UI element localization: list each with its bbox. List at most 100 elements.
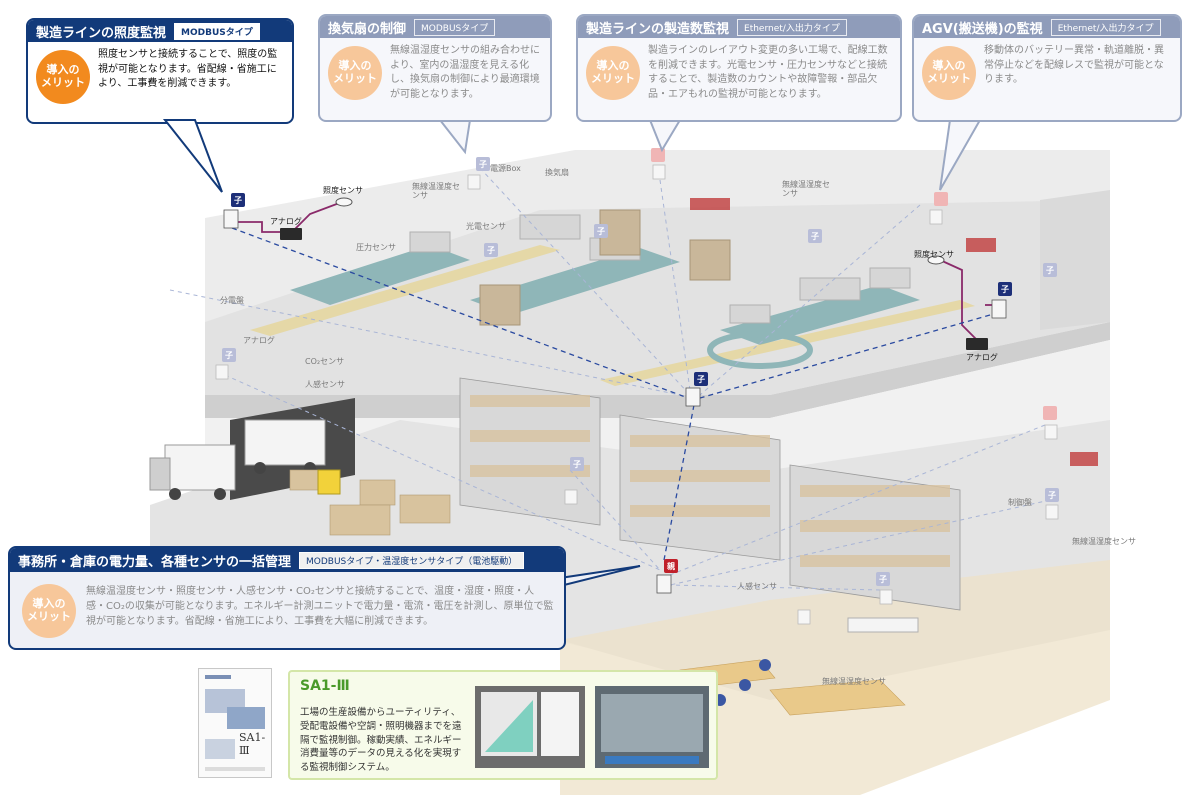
child-node-icon: 子: [876, 572, 890, 586]
yellow-walkway-upper-2: [600, 300, 975, 386]
sensor-cables: [232, 201, 1000, 344]
parent-node-icon: [1043, 406, 1057, 420]
motion-sensor-label-2: 人感センサ: [737, 582, 777, 591]
sa1-screen-plant: [595, 686, 709, 768]
badge-line-2: メリット: [591, 72, 635, 85]
ac-unit: [847, 617, 919, 633]
distribution-panel-label: 分電盤: [220, 296, 244, 305]
upper-floor-right-wall: [1040, 190, 1110, 330]
co2-sensor-label: CO₂センサ: [305, 357, 345, 366]
power-box-label: 電源Box: [490, 164, 521, 173]
merit-badge: 導入の メリット: [586, 46, 640, 100]
callout-header: 換気扇の制御 MODBUSタイプ: [320, 16, 550, 38]
sa1-screen-graph: [475, 686, 585, 768]
parent-node-icon: [651, 148, 665, 162]
floor-slab-edge: [205, 322, 1110, 418]
child-node-icon: 子: [1043, 263, 1057, 277]
badge-line-1: 導入の: [338, 59, 372, 73]
callout-title: 製造ラインの製造数監視: [586, 21, 730, 37]
sa1-brochure: SA1-Ⅲ: [198, 668, 272, 778]
curved-conveyor: [707, 331, 813, 369]
brochure-title: SA1-Ⅲ: [239, 731, 266, 757]
wireless-links-faint: [169, 167, 1051, 591]
child-node-icon: 子: [594, 224, 608, 238]
badge-line-2: メリット: [927, 72, 971, 85]
callout-tag: MODBUSタイプ: [174, 22, 260, 40]
parent-node-icon: 親: [664, 559, 678, 573]
callout-pointer-4: [939, 119, 982, 191]
child-node-icon: 子: [694, 372, 708, 386]
callout-title: AGV(搬送機)の監視: [922, 21, 1043, 37]
merit-badge: 導入の メリット: [36, 50, 90, 104]
callout-text: 無線温湿度センサの組み合わせにより、室内の温湿度を見える化し、換気扇の制御により…: [390, 45, 540, 100]
callout-header: 事務所・倉庫の電力量、各種センサの一括管理 MODBUSタイプ・温湿度センサタイ…: [10, 548, 564, 572]
sa1-system-box: SA1-Ⅲ 工場の生産設備からユーティリティ、受配電設備や空調・照明機器までを遠…: [288, 670, 718, 780]
callout-text: 移動体のバッテリー異常・軌道離脱・異常停止などを配線レスで監視が可能となります。: [984, 45, 1164, 85]
callout-title: 事務所・倉庫の電力量、各種センサの一括管理: [18, 554, 292, 570]
wireless-th-sensor-label-2: 無線温湿度センサ: [1072, 537, 1136, 546]
merit-badge: 導入の メリット: [22, 584, 76, 638]
sa1-title: SA1-Ⅲ: [300, 678, 350, 694]
callout-text: 照度センサと接続することで、照度の監視が可能となります。省配線・省施工により、工…: [98, 49, 278, 89]
parent-node-icon: [934, 192, 948, 206]
child-node-icon: 子: [484, 243, 498, 257]
brochure-art: [205, 675, 265, 771]
wireless-th-sensor-label: 無線温湿度センサ: [412, 182, 460, 201]
motion-sensor-label: 人感センサ: [305, 380, 345, 389]
callout-production-count: 製造ラインの製造数監視 Ethernet/入出力タイプ 導入の メリット 製造ラ…: [576, 14, 902, 122]
pressure-sensor-label: 圧力センサ: [356, 243, 396, 252]
badge-line-1: 導入の: [32, 597, 66, 611]
wireless-th-sensor-label-4: 無線温湿度センサ: [782, 180, 830, 199]
callout-tag: MODBUSタイプ・温湿度センサタイプ（電池駆動）: [299, 551, 525, 569]
callout-illuminance: 製造ラインの照度監視 MODBUSタイプ 導入の メリット 照度センサと接続する…: [26, 18, 294, 124]
callout-header: 製造ラインの製造数監視 Ethernet/入出力タイプ: [578, 16, 900, 38]
faded-terminals: [215, 164, 1059, 625]
callout-pointer-1: [162, 119, 223, 193]
callout-agv-monitoring: AGV(搬送機)の監視 Ethernet/入出力タイプ 導入の メリット 移動体…: [912, 14, 1182, 122]
child-node-icon: 子: [476, 157, 490, 171]
callout-body: 導入の メリット 製造ラインのレイアウト変更の多い工場で、配線工数を削減できます…: [578, 38, 900, 108]
merit-badge: 導入の メリット: [328, 46, 382, 100]
wireless-links: [231, 227, 991, 561]
yellow-walkway-upper: [250, 245, 560, 336]
plc-units: [690, 198, 1098, 466]
control-panel-label: 制御盤: [1008, 498, 1032, 507]
badge-line-2: メリット: [41, 76, 85, 89]
callout-pointer-2: [437, 119, 472, 155]
illuminance-sensors: [335, 197, 945, 265]
conveyor-line-2: [470, 248, 680, 315]
callout-title: 換気扇の制御: [328, 21, 407, 37]
merit-badge: 導入の メリット: [922, 46, 976, 100]
analog-units: [280, 228, 988, 350]
callout-tag: Ethernet/入出力タイプ: [1050, 18, 1161, 36]
fan-label: 換気扇: [545, 168, 569, 177]
conveyor-line-1: [290, 245, 470, 305]
analog-label: アナログ: [270, 217, 302, 226]
child-node-icon: 子: [808, 229, 822, 243]
callout-text: 製造ラインのレイアウト変更の多い工場で、配線工数を削減できます。光電センサ・圧力…: [648, 45, 888, 100]
callout-pointer-3: [648, 119, 682, 153]
badge-line-2: メリット: [333, 72, 377, 85]
child-node-icon: 子: [231, 193, 245, 207]
child-node-icon: 子: [998, 282, 1012, 296]
illuminance-sensor-label-right: 照度センサ: [914, 250, 954, 259]
wireless-th-sensor-label-3: 無線温湿度センサ: [822, 677, 886, 686]
callout-tag: Ethernet/入出力タイプ: [737, 18, 847, 36]
analog-label-left: アナログ: [243, 336, 275, 345]
callout-fan-control: 換気扇の制御 MODBUSタイプ 導入の メリット 無線温湿度センサの組み合わせ…: [318, 14, 552, 122]
badge-line-2: メリット: [27, 610, 71, 623]
warehouse-racks: [459, 377, 961, 611]
callout-header: 製造ラインの照度監視 MODBUSタイプ: [28, 20, 292, 42]
pallet-stacks: [289, 469, 451, 536]
callout-body: 導入の メリット 移動体のバッテリー異常・軌道離脱・異常停止などを配線レスで監視…: [914, 38, 1180, 100]
callout-tag: MODBUSタイプ: [414, 18, 496, 36]
callout-batch-management: 事務所・倉庫の電力量、各種センサの一括管理 MODBUSタイプ・温湿度センサタイ…: [8, 546, 566, 650]
truck-left: [149, 444, 236, 500]
terminal-units: [223, 209, 1007, 594]
callout-header: AGV(搬送機)の監視 Ethernet/入出力タイプ: [914, 16, 1180, 38]
badge-line-1: 導入の: [932, 59, 966, 73]
badge-line-1: 導入の: [46, 63, 80, 77]
sa1-description: 工場の生産設備からユーティリティ、受配電設備や空調・照明機器までを遠隔で監視制御…: [300, 707, 462, 774]
forklift: [317, 469, 341, 495]
